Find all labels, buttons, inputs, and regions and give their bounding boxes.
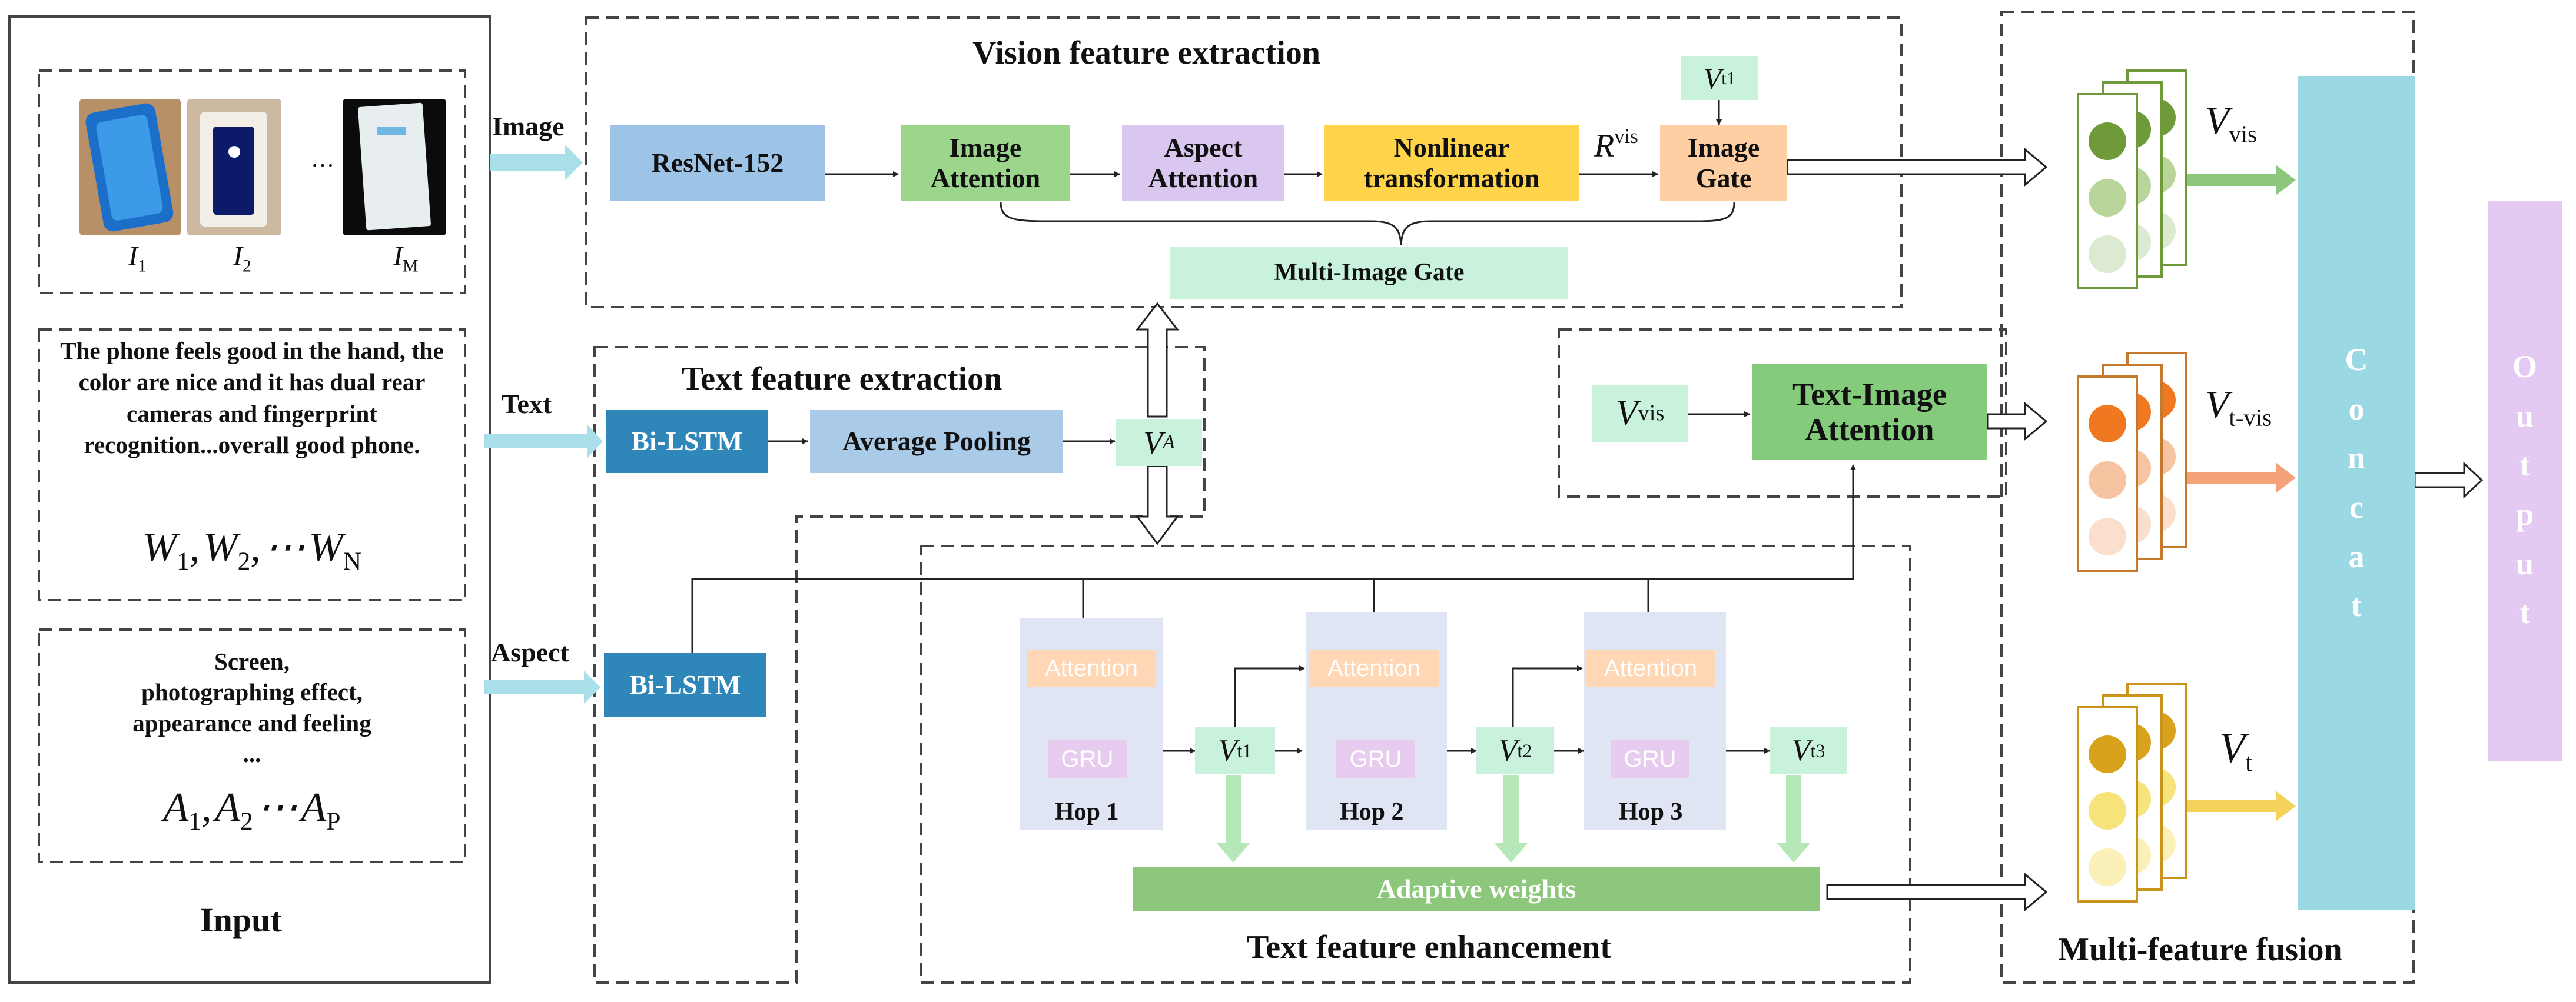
hop-2-block xyxy=(1306,612,1447,830)
word-sequence: W1, W2, ⋯ WN xyxy=(142,525,362,576)
feature-stack-vis xyxy=(2077,69,2187,289)
image-gate-block: Image Gate xyxy=(1660,125,1787,201)
input-panel-title: Input xyxy=(200,901,282,939)
output-label-char: u xyxy=(2515,398,2534,434)
text-bilstm-block: Bi-LSTM xyxy=(606,410,768,473)
hop-3-gru: GRU xyxy=(1611,740,1689,778)
feature-stack-t xyxy=(2077,683,2187,903)
output-label-char: u xyxy=(2515,545,2534,581)
text-modality-label: Text xyxy=(502,389,552,419)
tvis-stack-node xyxy=(2089,461,2126,499)
vision-panel xyxy=(585,16,1903,308)
text-image-panel xyxy=(1558,328,2007,498)
tvis-to-concat-arrow xyxy=(2187,462,2296,493)
hop-1-attention: Attention xyxy=(1027,650,1156,687)
vis-stack-node xyxy=(2089,179,2126,217)
product-photo-m xyxy=(343,99,446,235)
hop-2-gru: GRU xyxy=(1336,740,1415,778)
text-extract-title: Text feature extraction xyxy=(682,361,1002,397)
vision-panel-title: Vision feature extraction xyxy=(972,35,1320,71)
vis-stack-node xyxy=(2089,122,2126,160)
vis-to-concat-arrow xyxy=(2187,165,2296,195)
aspect-sample: Screen, photographing effect, appearance… xyxy=(132,648,371,768)
product-photo-2 xyxy=(187,99,281,235)
image-caption-1: I1 xyxy=(128,241,147,276)
output-label-char: p xyxy=(2515,497,2534,532)
fusion-panel xyxy=(2000,11,2415,984)
hop-1-label: Hop 1 xyxy=(1055,798,1119,825)
image-ellipsis: … xyxy=(311,145,334,172)
image-caption-2: I2 xyxy=(233,241,251,276)
hop-2-attention: Attention xyxy=(1309,650,1439,687)
t-stack-node xyxy=(2089,848,2126,886)
image-modality-label: Image xyxy=(492,111,565,141)
enhance-panel xyxy=(920,545,1911,984)
image-input-arrow xyxy=(490,145,583,180)
fusion-label-t: Vt xyxy=(2219,724,2253,777)
feature-stack-tvis xyxy=(2077,352,2187,572)
concat-label-char: o xyxy=(2348,391,2365,427)
image-caption-m: IM xyxy=(393,241,419,276)
output-label-char: t xyxy=(2519,447,2530,483)
concat-label-char: a xyxy=(2348,538,2365,574)
fusion-label-vis: Vvis xyxy=(2205,99,2258,148)
aspect-modality-label: Aspect xyxy=(491,637,569,667)
hop-2-label: Hop 2 xyxy=(1340,798,1404,825)
image-attention-block: Image Attention xyxy=(901,125,1070,201)
average-pooling-block: Average Pooling xyxy=(810,410,1063,473)
enhance-panel-title: Text feature enhancement xyxy=(1247,929,1612,966)
aspect-attention-block: Aspect Attention xyxy=(1122,125,1284,201)
aspect-sequence: A1, A2 ⋯ AP xyxy=(163,785,341,836)
text-extract-panel xyxy=(593,346,1206,984)
hop-3-block xyxy=(1584,612,1726,830)
text-input-arrow xyxy=(484,425,603,458)
fusion-label-tvis: Vt-vis xyxy=(2205,383,2272,431)
text-sample: The phone feels good in the hand, the co… xyxy=(60,337,444,458)
vis-stack-node xyxy=(2089,235,2126,273)
output-label-char: O xyxy=(2512,349,2537,384)
aspect-sample-box xyxy=(38,628,466,863)
t-stack-node xyxy=(2089,792,2126,830)
concat-label-char: n xyxy=(2347,440,2366,476)
output-label-char: t xyxy=(2519,595,2530,631)
hop-3-attention: Attention xyxy=(1586,650,1715,687)
t-stack-node xyxy=(2089,735,2126,773)
nonlinear-transform-block: Nonlinear transformation xyxy=(1324,125,1579,201)
r-vis-label: Rvis xyxy=(1594,125,1638,164)
aspect-input-arrow xyxy=(484,671,600,704)
concat-label-char: c xyxy=(2349,490,2363,525)
hop-1-gru: GRU xyxy=(1048,740,1127,778)
text-image-attention-block: Text-Image Attention xyxy=(1752,364,1987,460)
image-sample-box xyxy=(38,69,466,294)
concat-label-char: C xyxy=(2345,342,2368,377)
product-photo-1 xyxy=(79,99,181,235)
concat-label-char: t xyxy=(2351,588,2362,624)
tvis-stack-node xyxy=(2089,405,2126,442)
hop-3-label: Hop 3 xyxy=(1619,798,1683,825)
adaptive-weights-bar: Adaptive weights xyxy=(1133,867,1820,911)
resnet-block: ResNet-152 xyxy=(610,125,825,201)
input-panel xyxy=(8,15,491,984)
multi-image-gate-block: Multi-Image Gate xyxy=(1170,247,1568,299)
text-sample-box xyxy=(38,328,466,601)
fusion-panel-title: Multi-feature fusion xyxy=(2058,931,2342,968)
t-to-concat-arrow xyxy=(2187,791,2296,821)
tvis-stack-node xyxy=(2089,518,2126,555)
aspect-bilstm-block: Bi-LSTM xyxy=(604,653,766,717)
